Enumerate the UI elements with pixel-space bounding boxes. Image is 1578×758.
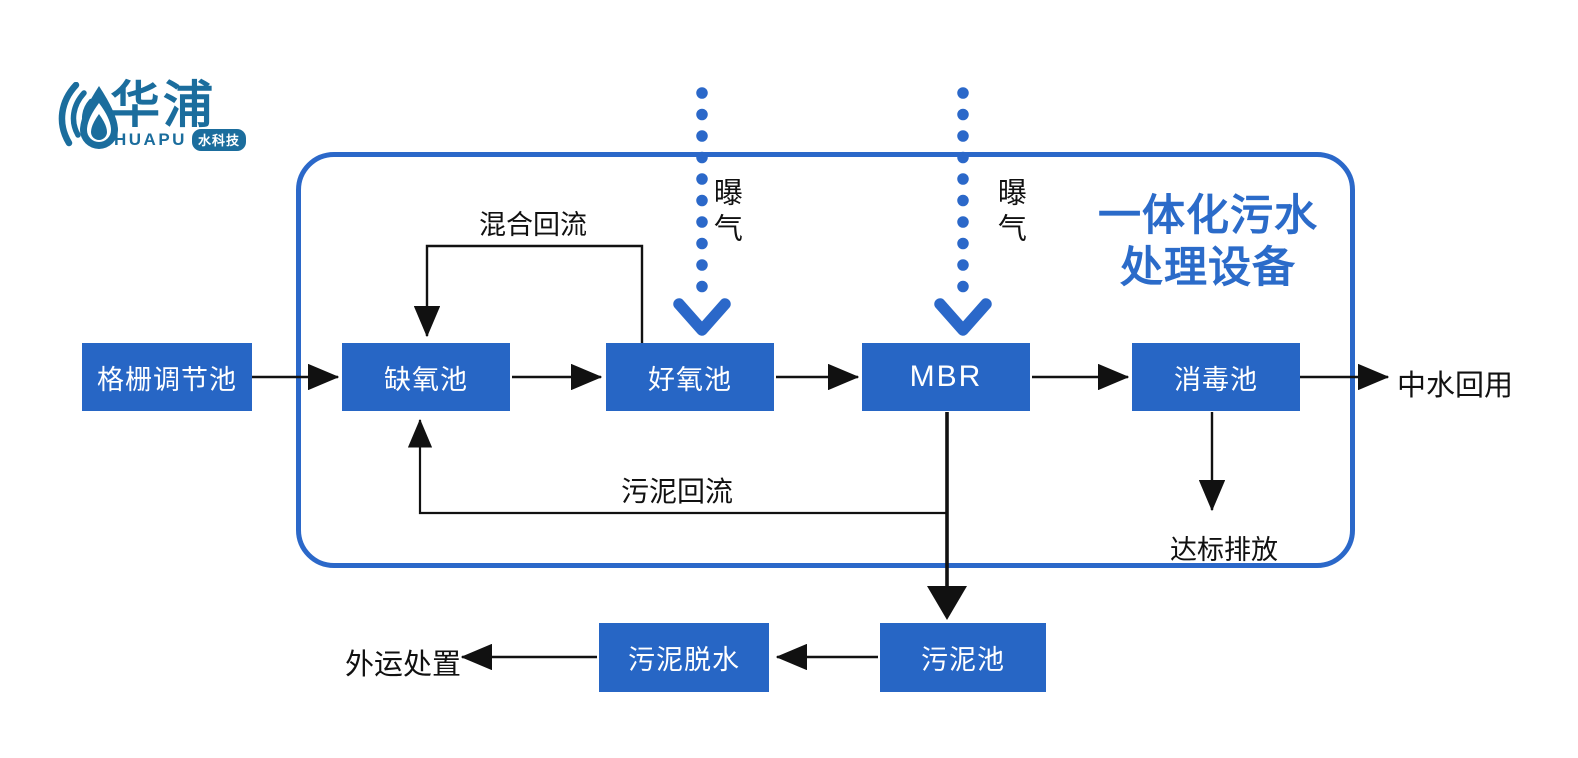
tank-aerobic: 好氧池: [606, 343, 774, 411]
label-disposal: 外运处置: [345, 649, 462, 681]
tank-mbr: MBR: [862, 343, 1030, 411]
company-logo: 华浦 HUAPU 水科技: [48, 78, 248, 158]
label-water-reuse: 中水回用: [1397, 370, 1514, 402]
label-aeration-mbr: 曝气: [993, 177, 1026, 249]
logo-company-name-cn: 华浦: [110, 77, 216, 133]
tank-sludge: 污泥池: [880, 623, 1046, 692]
water-drop-icon: [58, 82, 118, 149]
label-discharge: 达标排放: [1170, 535, 1278, 565]
tank-screen-adjust: 格栅调节池: [82, 343, 252, 411]
label-aeration-aerobic: 曝气: [709, 177, 742, 249]
equipment-outline: [296, 152, 1355, 568]
tank-sludge-dewatering: 污泥脱水: [599, 623, 769, 692]
diagram-title: 一体化污水 处理设备: [1068, 190, 1348, 295]
tank-anoxic: 缺氧池: [342, 343, 510, 411]
label-sludge-return: 污泥回流: [620, 476, 733, 507]
diagram-title-line1: 一体化污水: [1098, 191, 1318, 241]
logo-company-name-en: HUAPU: [114, 130, 187, 149]
tank-disinfection: 消毒池: [1132, 343, 1300, 411]
diagram-title-line2: 处理设备: [1120, 243, 1296, 294]
arrowhead-mbr-to-sludge: [927, 586, 967, 620]
label-mixed-reflux: 混合回流: [479, 210, 587, 240]
logo-badge: 水科技: [192, 129, 247, 151]
